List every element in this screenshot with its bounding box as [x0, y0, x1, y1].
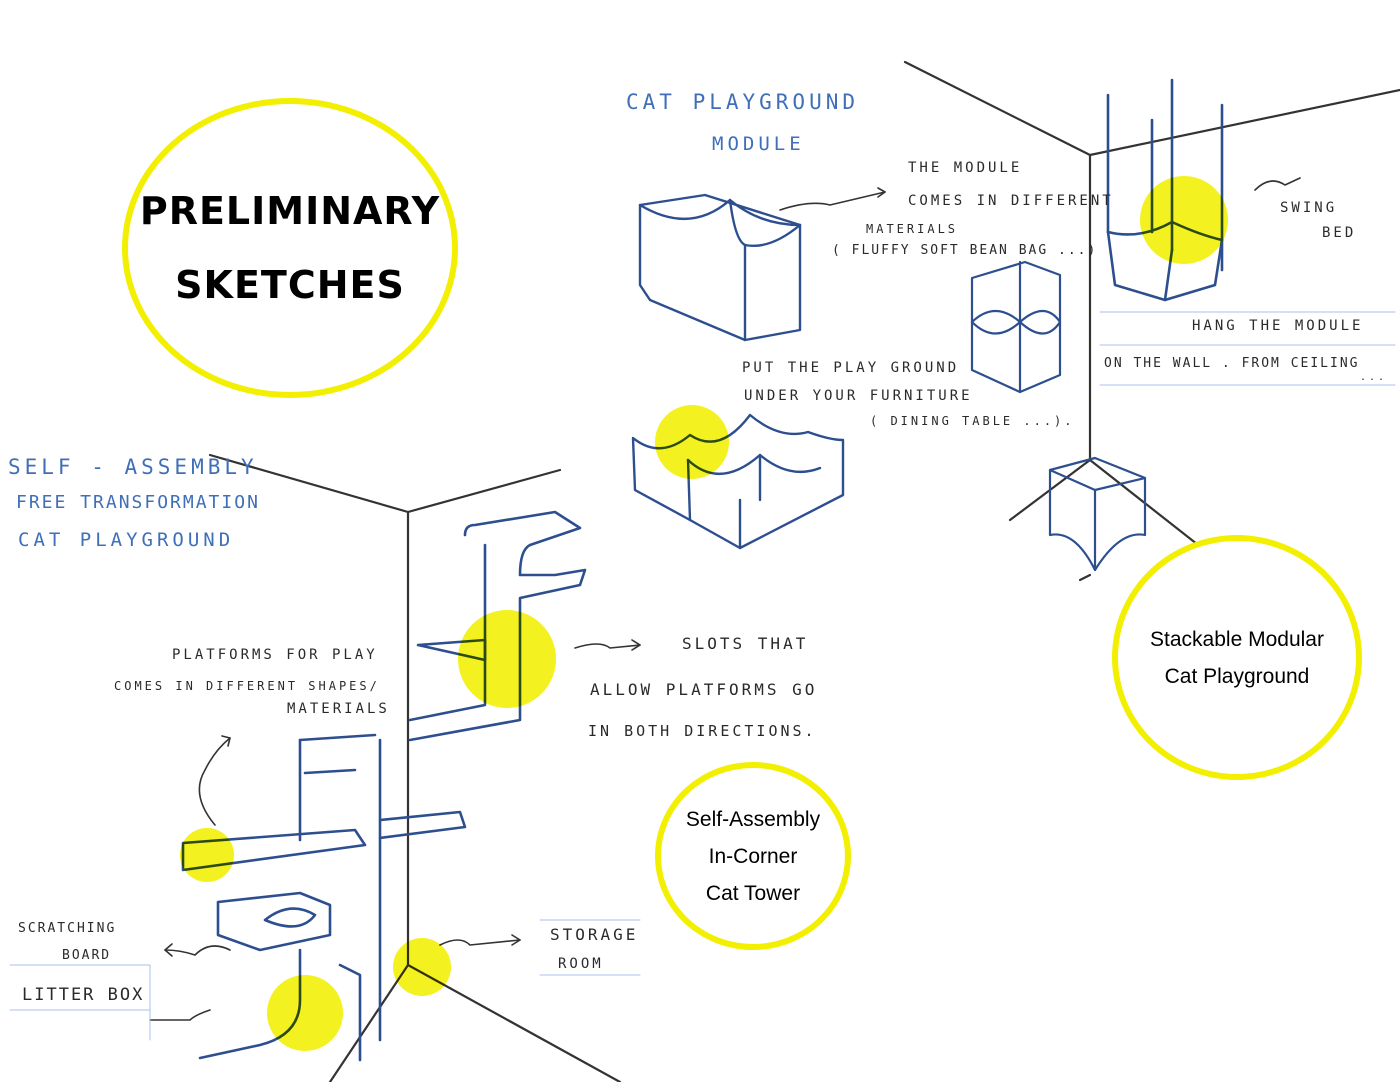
hang-note-line: HANG THE MODULE: [1192, 318, 1364, 334]
highlight-dot-platform: [180, 828, 234, 882]
floor-module-sketch: [1048, 456, 1147, 572]
highlight-dot-module-row: [655, 405, 729, 479]
tower-heading-line-1: SELF - ASSEMBLY: [8, 455, 258, 479]
materials-note-line: MATERIALS: [866, 222, 959, 236]
highlight-dot-slots: [458, 610, 556, 708]
annotation-arrows: [149, 177, 1301, 1021]
concept-line: Stackable Modular: [1150, 627, 1324, 651]
scratching-label-line: BOARD: [62, 948, 112, 963]
tower-heading-line-2: FREE TRANSFORMATION: [16, 492, 260, 513]
platforms-note-line: COMES IN DIFFERENT SHAPES/: [114, 679, 380, 693]
module-heading-line-2: MODULE: [712, 133, 805, 155]
concept-badge-stackable: Stackable Modular Cat Playground: [1112, 535, 1362, 780]
cat-tower-sketch: [181, 510, 587, 1062]
swing-note-line: BED: [1322, 225, 1357, 241]
platforms-note-line: PLATFORMS FOR PLAY: [172, 647, 378, 663]
concept-line: Cat Tower: [705, 881, 801, 905]
furniture-note-line: UNDER YOUR FURNITURE: [744, 388, 973, 404]
module-heading-line-1: CAT PLAYGROUND: [626, 90, 860, 114]
litter-box-label: LITTER BOX: [22, 985, 145, 1005]
title-badge: PRELIMINARY SKETCHES: [122, 98, 458, 398]
platforms-note-line: MATERIALS: [287, 701, 390, 717]
furniture-note-line: ( DINING TABLE ...).: [870, 414, 1075, 428]
slots-note-line: SLOTS THAT: [682, 634, 809, 653]
module-cube-sketch: [638, 193, 802, 342]
module-bean-bag-sketch: [970, 260, 1062, 394]
title-line-1: PRELIMINARY: [139, 189, 441, 233]
furniture-note-line: PUT THE PLAY GROUND: [742, 360, 960, 376]
concept-line: Cat Playground: [1164, 664, 1310, 688]
swing-note-line: SWING: [1280, 200, 1338, 216]
storage-label-line: STORAGE: [550, 925, 639, 944]
scratching-label-line: SCRATCHING: [18, 921, 117, 936]
label-frames: [9, 311, 1396, 1041]
highlight-dot-swing-bed: [1140, 176, 1228, 264]
hang-note-line: ...: [1360, 372, 1388, 383]
concept-line: Self-Assembly: [685, 807, 821, 831]
concept-line: In-Corner: [708, 844, 798, 868]
hang-note-line: ON THE WALL . FROM CEILING: [1104, 356, 1360, 371]
highlight-dot-storage: [393, 938, 451, 996]
slots-note-line: ALLOW PLATFORMS GO: [590, 680, 818, 699]
storage-label-line: ROOM: [558, 956, 604, 972]
swing-bed-sketch: [1106, 78, 1224, 302]
highlight-dot-litter-box: [267, 975, 343, 1051]
materials-note-line: ( FLUFFY SOFT BEAN BAG ...): [832, 243, 1098, 258]
materials-note-line: COMES IN DIFFERENT: [908, 193, 1114, 209]
concept-badge-cat-tower: Self-Assembly In-Corner Cat Tower: [655, 762, 851, 950]
materials-note-line: THE MODULE: [908, 160, 1023, 176]
tower-heading-line-3: CAT PLAYGROUND: [18, 529, 235, 551]
title-line-2: SKETCHES: [175, 263, 405, 307]
slots-note-line: IN BOTH DIRECTIONS.: [588, 722, 817, 740]
